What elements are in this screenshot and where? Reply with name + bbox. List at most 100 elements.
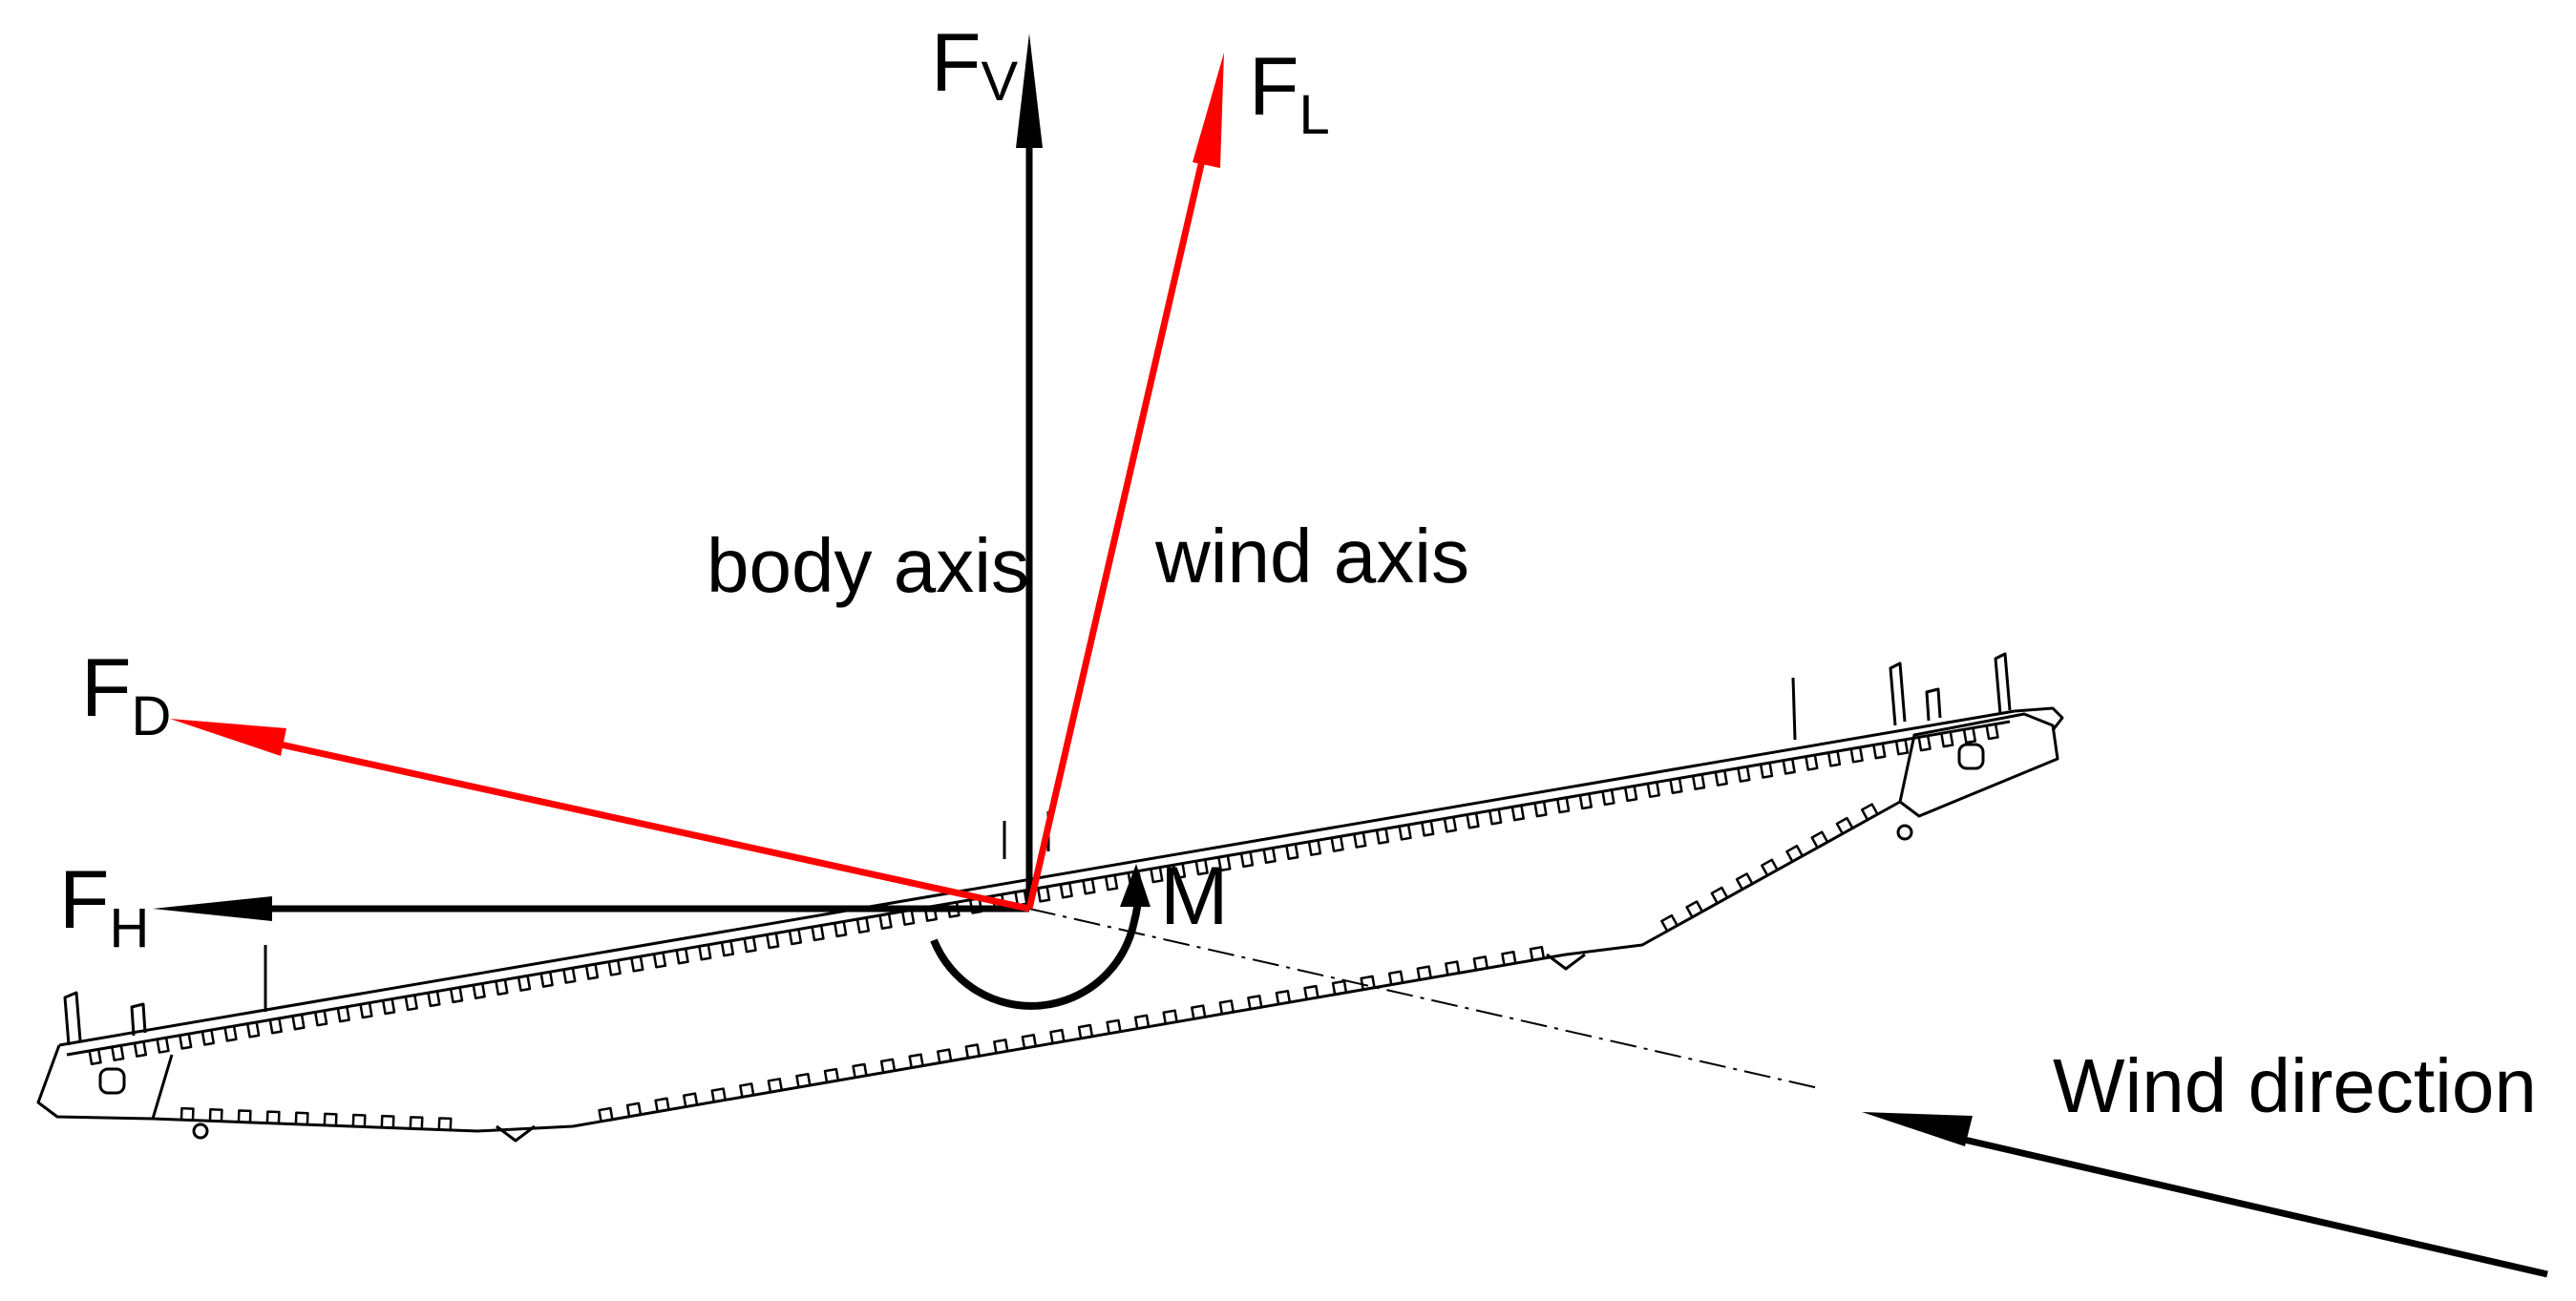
stiffener-tooth [437, 1117, 453, 1130]
wind-direction-label: Wind direction [2053, 1043, 2537, 1128]
stiffener-tooth [1077, 1023, 1094, 1039]
stiffener-tooth [133, 1040, 148, 1058]
stiffener-tooth [201, 1029, 216, 1046]
stiffener-tooth [1810, 830, 1829, 849]
stiffener-tooth [268, 1018, 283, 1035]
stiffener-tooth [1191, 1004, 1207, 1019]
stiffener-tooth [834, 921, 848, 938]
stiffener-tooth [1059, 882, 1073, 899]
stiffener-tooth [1217, 855, 1232, 872]
stiffener-tooth [1860, 803, 1879, 821]
stiffener-tooth [1533, 801, 1548, 818]
body-axis-group [153, 33, 1043, 921]
stiffener-tooth [111, 1045, 125, 1061]
stiffener-tooth [767, 1078, 783, 1093]
wind-direction-group [1862, 1112, 2548, 1278]
stiffener-tooth [1737, 766, 1751, 783]
stiffener-tooth [766, 933, 780, 950]
stiffener-tooth [923, 906, 938, 922]
stiffener-tooth [788, 929, 803, 946]
fh-arrow-head [153, 896, 272, 921]
left-drain [192, 1123, 209, 1140]
fv-arrow-head [1016, 33, 1043, 148]
stiffener-tooth [1501, 951, 1517, 966]
stiffener-tooth [380, 1114, 395, 1128]
stiffener-tooth [710, 1087, 727, 1102]
stiffener-tooth [1036, 886, 1051, 903]
stiffener-tooth [246, 1021, 261, 1039]
stiffener-tooth [294, 1111, 309, 1125]
stiffener-tooth [562, 967, 577, 984]
fl-arrow-shaft [1025, 147, 1209, 910]
stiffener-tooth [1529, 945, 1546, 961]
stiffener-tooth [1685, 900, 1704, 918]
stiffener-tooth [1555, 797, 1571, 814]
stiffener-tooth [908, 1053, 924, 1068]
stiffener-tooth [1375, 828, 1390, 845]
stiffener-tooth [237, 1109, 252, 1123]
stiffener-tooth [539, 971, 554, 988]
stiffener-tooth [265, 1110, 281, 1124]
stiffener-tooth [1331, 979, 1348, 996]
stiffener-tooth [1782, 758, 1796, 775]
stiffener-tooth [336, 1006, 350, 1023]
wind-axis-group [170, 52, 1224, 913]
stiffener-tooth [625, 1102, 643, 1117]
stiffener-tooth [1917, 735, 1932, 752]
left-edge-box [36, 1044, 174, 1121]
stiffener-tooth [1194, 859, 1209, 876]
stiffener-tooth [1466, 812, 1480, 829]
stiffener-tooth [1872, 743, 1887, 760]
stiffener-tooth [1443, 816, 1458, 833]
stiffener-tooth [900, 910, 916, 926]
stiffener-teeth [88, 724, 1999, 1130]
stiffener-tooth [598, 1106, 614, 1123]
left-post [130, 1002, 147, 1037]
stiffener-tooth [179, 1033, 193, 1050]
stiffener-tooth [698, 944, 712, 961]
right-rail-2 [1994, 652, 2012, 715]
right-barrier [1791, 677, 1797, 741]
stiffener-tooth [1398, 824, 1412, 841]
stiffener-tooth [1353, 831, 1367, 849]
right-post [1925, 687, 1942, 722]
stiffener-tooth [1162, 1009, 1178, 1024]
stiffener-tooth [1472, 955, 1489, 971]
stiffener-tooth [1218, 999, 1235, 1015]
stiffener-tooth [323, 1112, 338, 1126]
stiffener-tooth [1646, 782, 1660, 799]
stiffener-tooth [823, 1067, 840, 1083]
stiffener-tooth [1710, 886, 1729, 904]
body-axis-label: body axis [707, 523, 1029, 608]
stiffener-tooth [654, 1097, 670, 1112]
stiffener-tooth [351, 1113, 367, 1127]
right-rail-1 [1889, 661, 1907, 726]
stiffener-tooth [1962, 727, 1977, 745]
right-edge-box [1898, 712, 2059, 818]
stiffener-tooth [1021, 1034, 1038, 1049]
stiffener-tooth [682, 1092, 699, 1107]
stiffener-tooth [381, 998, 396, 1016]
stiffener-tooth [1307, 840, 1322, 856]
stiffener-tooth [291, 1014, 306, 1031]
fd-label: FD [81, 642, 171, 747]
stiffener-tooth [1805, 754, 1819, 771]
stiffener-tooth [223, 1025, 238, 1042]
fl-label: FL [1249, 41, 1330, 146]
stiffener-tooth [1735, 872, 1754, 891]
deck-top-plate-inner [66, 720, 2011, 1057]
stiffener-tooth [156, 1037, 170, 1054]
stiffener-tooth [359, 1002, 373, 1019]
stiffener-tooth [720, 940, 735, 957]
stiffener-tooth [743, 936, 757, 954]
stiffener-tooth [427, 991, 441, 1008]
fd-arrow-head [170, 719, 286, 756]
stiffener-tooth [1416, 965, 1432, 980]
right-fairing [2014, 706, 2064, 731]
stiffener-tooth [852, 1062, 868, 1079]
stiffener-tooth [1835, 816, 1854, 835]
stiffener-tooth [936, 1048, 953, 1063]
stiffener-tooth [739, 1082, 755, 1098]
